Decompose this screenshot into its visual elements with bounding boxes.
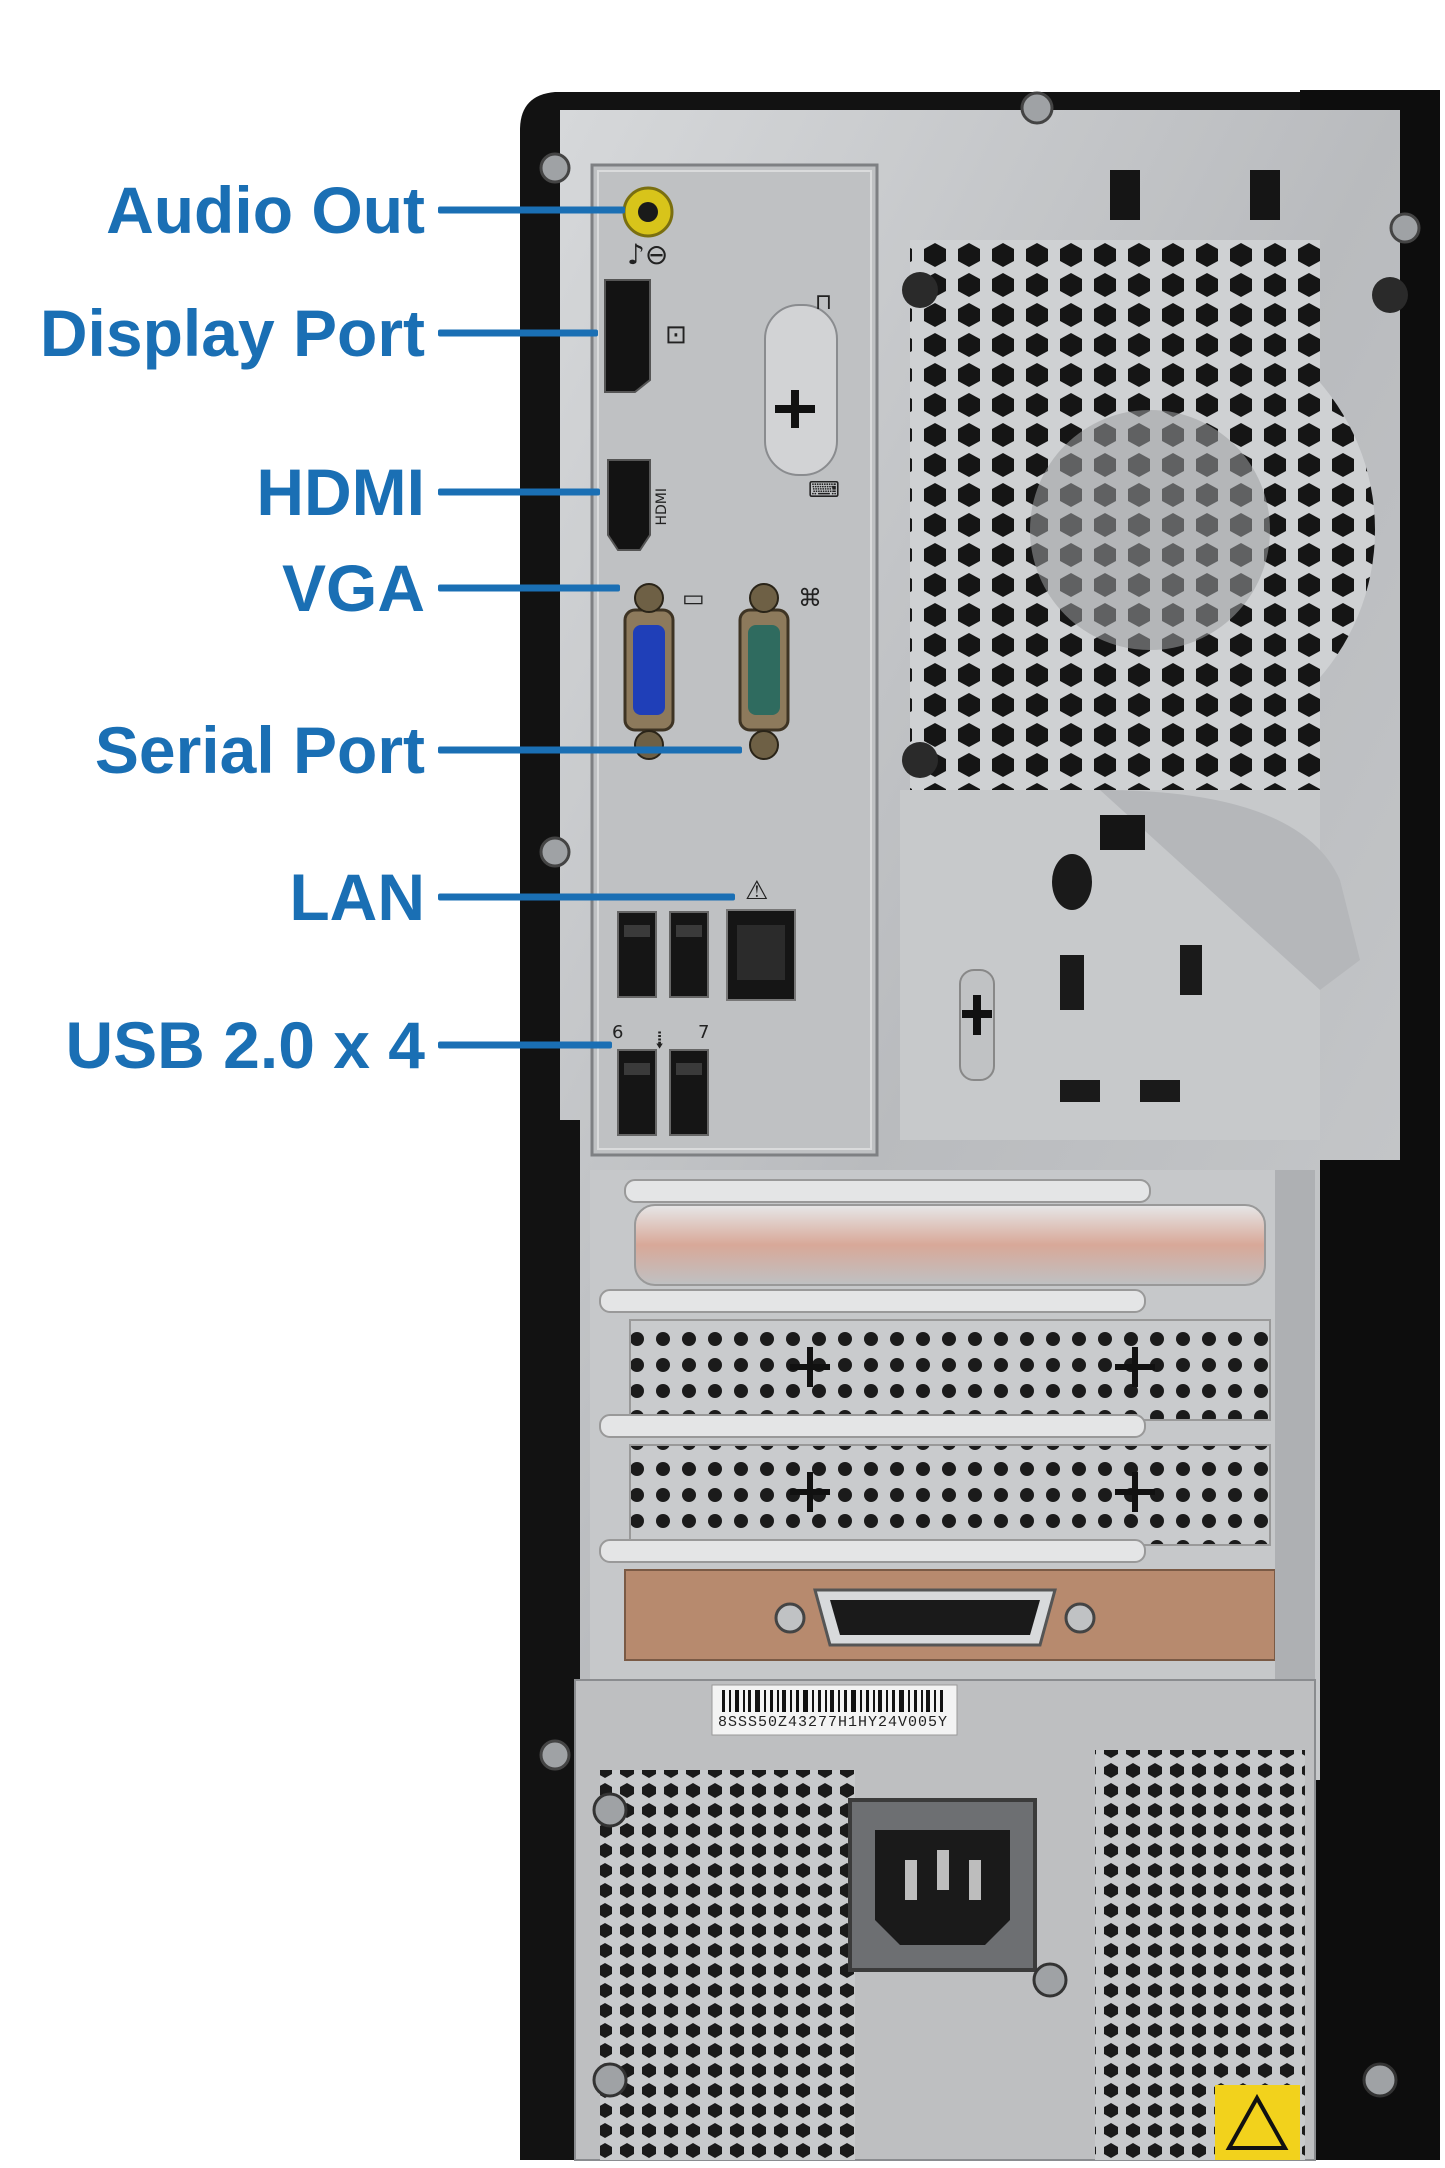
hdmi-connector (607, 459, 651, 551)
vga-connector (623, 583, 675, 760)
callout-label-lan: LAN (289, 860, 425, 934)
callout-line-audio-out (438, 206, 625, 214)
keyboard-icon: ⌨ (808, 478, 840, 503)
callout-label-usb: USB 2.0 x 4 (65, 1008, 425, 1082)
serial-connector (738, 583, 790, 760)
callout-label-vga: VGA (281, 551, 425, 625)
hdmi-text-icon: HDMI (654, 488, 670, 526)
psu-serial-label: 8SSS50Z43277H1HY24V005Y (718, 1714, 949, 1731)
usb-icon: ⭭ (655, 1026, 665, 1056)
serial-icon: ⌘ (798, 584, 822, 612)
port-number-6: 6 (612, 1022, 624, 1043)
expansion-slots (590, 1170, 1315, 1770)
monitor-icon: ▭ (682, 584, 705, 612)
callout-line-usb (438, 1041, 612, 1049)
power-supply (574, 1679, 1398, 2161)
callout-label-serial-port: Serial Port (94, 713, 425, 787)
callout-line-serial-port (438, 746, 742, 754)
displayport-connector (604, 279, 651, 393)
port-number-7: 7 (698, 1022, 710, 1043)
mouse-icon: ⊓ (815, 290, 833, 315)
callout-label-display-port: Display Port (39, 296, 425, 370)
callout-label-audio-out: Audio Out (106, 173, 425, 247)
callout-line-lan (438, 893, 735, 901)
usb-ports-upper (617, 911, 709, 998)
displayport-icon: ⊡ (665, 320, 687, 350)
network-icon: ⚠ (745, 876, 769, 906)
headphone-icon: ♪⊖ (627, 238, 669, 271)
lan-port (726, 909, 796, 1001)
callout-line-display-port (438, 329, 598, 337)
audio-out-jack (622, 186, 674, 238)
usb-ports-lower (617, 1049, 709, 1136)
callout-label-hdmi: HDMI (256, 455, 425, 529)
callout-line-vga (438, 584, 620, 592)
callout-line-hdmi (438, 488, 600, 496)
